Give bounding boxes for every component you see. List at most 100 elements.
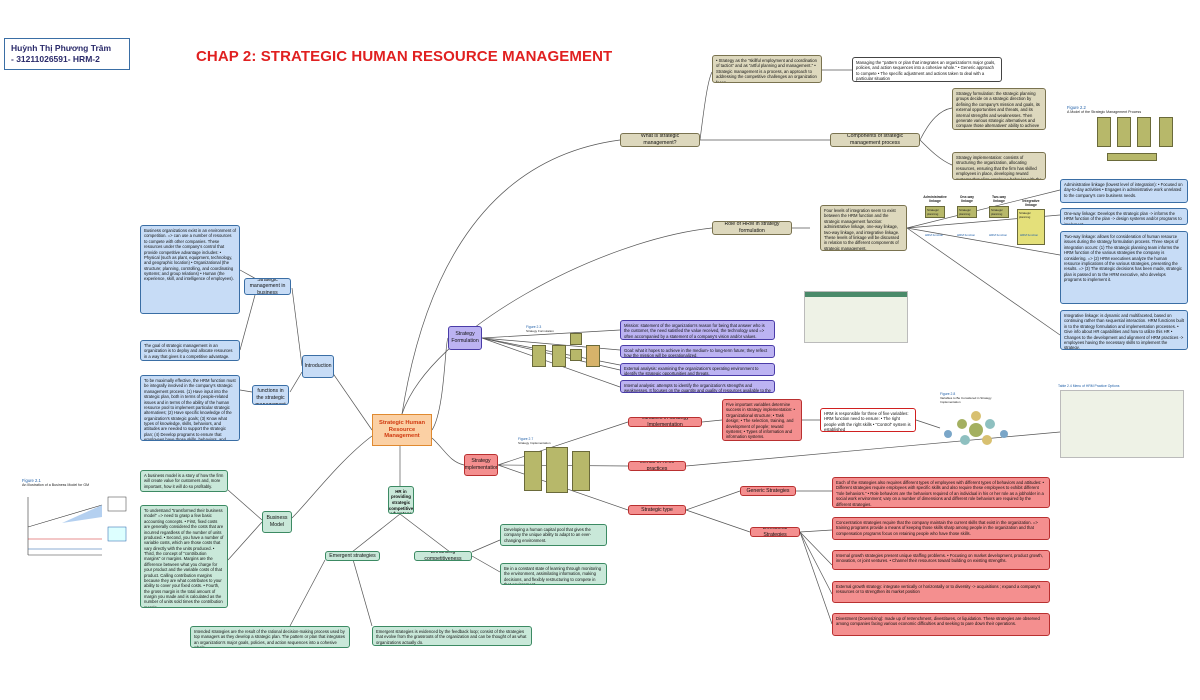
linkage-head-integrative: Integrative linkage bbox=[1022, 199, 1040, 207]
figure-2-3-block bbox=[552, 345, 566, 367]
figure-2-2-block bbox=[1107, 153, 1157, 161]
figure-2-3-subtitle: Strategy Formulation bbox=[526, 329, 554, 333]
note-human-capital-pool: Developing a human capital pool that giv… bbox=[500, 524, 607, 546]
figure-2-3-caption: Figure 2.3 bbox=[526, 325, 542, 329]
note-internal-growth-strategies: Internal growth strategies present uniqu… bbox=[832, 550, 1050, 570]
figure-2-2-subtitle: A Model of the Strategic Management Proc… bbox=[1067, 110, 1142, 114]
figure-2-2-caption: Figure 2.2 bbox=[1067, 105, 1086, 110]
author-name: Huỳnh Thị Phương Trâm bbox=[11, 43, 112, 53]
note-external-analysis: External analysis: examining the organiz… bbox=[620, 363, 775, 376]
note-five-variables: Five important variables determine succe… bbox=[722, 399, 802, 441]
topic-generic-strategies[interactable]: Generic Strategies bbox=[740, 486, 796, 496]
figure-2-1-chart bbox=[27, 496, 127, 556]
note-one-way-linkage: One-way linkage: Develops the strategic … bbox=[1060, 208, 1188, 225]
topic-menus-of-hrm-practices[interactable]: Menus of HRM practices bbox=[628, 461, 686, 471]
linkage-head-one-way: One-way linkage bbox=[959, 195, 975, 203]
page-title: CHAP 2: STRATEGIC HUMAN RESOURCE MANAGEM… bbox=[196, 48, 613, 65]
topic-what-is-strategic-management[interactable]: What is strategic management? bbox=[620, 133, 700, 147]
linkage-hrm-4: HRM function bbox=[1020, 233, 1039, 237]
topic-strategic-management-in-business[interactable]: Strategic management in business bbox=[244, 278, 291, 295]
table-2-4-body bbox=[1060, 390, 1184, 458]
topic-enhancing-competitiveness[interactable]: Enhancing competitiveness bbox=[414, 551, 472, 561]
note-external-growth-strategy: External growth strategy: integrate vert… bbox=[832, 581, 1050, 603]
linkage-sp-1: Strategic planning bbox=[925, 206, 945, 218]
linkage-sp-2: Strategic planning bbox=[957, 206, 977, 218]
figure-2-2-block bbox=[1117, 117, 1131, 147]
figure-2-2-block bbox=[1137, 117, 1151, 147]
figure-2-2: Figure 2.2 A Model of the Strategic Mana… bbox=[1067, 105, 1187, 170]
figure-2-2-block bbox=[1159, 117, 1173, 147]
topic-business-model[interactable]: Business Model bbox=[262, 511, 292, 533]
topic-strategy-implementation[interactable]: Strategy Implementation bbox=[464, 454, 498, 476]
topic-emergent-strategies[interactable]: Emergent strategies bbox=[325, 551, 380, 561]
topic-directional-strategies[interactable]: Directional Strategies bbox=[750, 527, 800, 537]
topic-role-of-hrm-in-formulation[interactable]: Role of HRM in strategy formulation bbox=[712, 221, 792, 235]
figure-2-1: Figure 2.1 An Illustration of a Business… bbox=[22, 478, 132, 568]
note-generic-strategies: Each of the strategies also requires dif… bbox=[832, 477, 1050, 508]
figure-2-1-caption: Figure 2.1 bbox=[22, 478, 41, 483]
figure-2-7-caption: Figure 2.7 bbox=[518, 437, 534, 441]
topic-components-of-strategic-process[interactable]: Components of strategic management proce… bbox=[830, 133, 920, 147]
figure-2-3-block bbox=[570, 333, 582, 345]
note-goal: Goal: what it hopes to achieve in the me… bbox=[620, 345, 775, 358]
linkage-head-administrative: Administrative linkage bbox=[923, 195, 947, 203]
figure-2-8-diagram bbox=[944, 411, 1008, 445]
note-mission: Mission: statement of the organization's… bbox=[620, 320, 775, 340]
linkage-hrm-1: HRM function bbox=[925, 233, 944, 237]
note-administrative-linkage: Administrative linkage (lowest level of … bbox=[1060, 179, 1188, 203]
topic-strategy-formulation[interactable]: Strategy Formulation bbox=[448, 326, 482, 350]
topic-role-of-hr-competitive-advantage[interactable]: The role of HR in providing strategic co… bbox=[388, 486, 414, 514]
figure-2-1-subtitle: An Illustration of a Business Model for … bbox=[22, 483, 90, 487]
note-constant-learning: Be in a constant state of learning throu… bbox=[500, 563, 607, 585]
note-business-model-concepts: To understand "transformed their busines… bbox=[140, 505, 228, 608]
author-id: - 31211026591- HRM-2 bbox=[11, 54, 100, 65]
note-intended-strategies: Intended strategies are the result of th… bbox=[190, 626, 350, 648]
figure-2-7-block bbox=[546, 447, 568, 493]
note-strategy-definitions: • Strategy as the "skillful employment a… bbox=[712, 55, 822, 83]
linkage-hrm-3: HRM function bbox=[989, 233, 1008, 237]
note-goal-of-strategic-management: The goal of strategic management in an o… bbox=[140, 340, 240, 361]
mission-figure-header bbox=[805, 292, 907, 297]
note-internal-analysis: Internal analysis: attempts to identify … bbox=[620, 380, 775, 393]
author-box: Huỳnh Thị Phương Trâm - 31211026591- HRM… bbox=[4, 38, 130, 70]
table-2-4-caption: Table 2.4 Menu of HRM Practice Options bbox=[1058, 384, 1120, 388]
figure-2-7-subtitle: Strategy Implementation bbox=[518, 441, 551, 445]
note-hrm-responsible: HRM is responsible for three of five var… bbox=[820, 408, 916, 432]
linkage-diagram: Administrative linkage One-way linkage T… bbox=[922, 195, 1050, 255]
note-business-model-definition: A business model is a story of how the f… bbox=[140, 470, 228, 492]
topic-strategic-type[interactable]: Strategic type bbox=[628, 505, 686, 515]
note-two-way-linkage: Two-way linkage: allows for consideratio… bbox=[1060, 231, 1188, 304]
linkage-head-two-way: Two-way linkage bbox=[991, 195, 1007, 203]
central-topic[interactable]: Strategic Human Resource Management bbox=[372, 414, 432, 446]
topic-hrm-functions[interactable]: HRM functions in the strategic managemen… bbox=[252, 385, 289, 405]
note-strategy-implementation-definition: Strategy implementation: consists of str… bbox=[952, 152, 1046, 180]
note-four-levels-of-integration: Four levels of integration seem to exist… bbox=[820, 205, 907, 251]
linkage-hrm-2: HRM function bbox=[957, 233, 976, 237]
figure-2-7-block bbox=[572, 451, 590, 491]
figure-2-2-block bbox=[1097, 117, 1111, 147]
note-integrative-linkage: Integrative linkage: is dynamic and mult… bbox=[1060, 310, 1188, 350]
figure-2-3: Figure 2.3 Strategy Formulation bbox=[526, 325, 606, 380]
figure-2-3-block bbox=[570, 349, 582, 361]
note-concentration-strategies: Concentration strategies require that th… bbox=[832, 517, 1050, 540]
linkage-sp-3: Strategic planning bbox=[989, 206, 1009, 218]
note-maximally-effective: To be maximally effective, the HRM funct… bbox=[140, 375, 240, 441]
figure-2-8-caption: Figure 2.8 bbox=[940, 392, 956, 396]
mission-statement-figure bbox=[804, 291, 908, 343]
figure-2-8-subtitle: Variables to Be Considered in Strategy I… bbox=[940, 396, 992, 404]
figure-2-7: Figure 2.7 Strategy Implementation bbox=[518, 437, 598, 503]
note-business-organizations: Business organizations exist in an envir… bbox=[140, 225, 240, 314]
note-divestment: Divestment (Downsizing): made up of retr… bbox=[832, 613, 1050, 636]
note-strategy-formulation-definition: Strategy formulation: the strategic plan… bbox=[952, 88, 1046, 130]
figure-2-7-block bbox=[524, 451, 542, 491]
figure-2-3-block bbox=[532, 345, 546, 367]
topic-introduction[interactable]: Introduction bbox=[302, 355, 334, 378]
figure-2-3-block bbox=[586, 345, 600, 367]
figure-2-8: Figure 2.8 Variables to Be Considered in… bbox=[940, 392, 1012, 447]
topic-variables-in-implementation[interactable]: Variables in Strategy Implementation bbox=[628, 417, 702, 427]
linkage-sp-4: Strategic planning bbox=[1017, 209, 1045, 245]
table-2-4: Table 2.4 Menu of HRM Practice Options bbox=[1058, 384, 1186, 460]
note-managing-pattern: Managing the "pattern or plan that integ… bbox=[852, 57, 1002, 82]
note-emergent-strategies: Emergent strategies is evidenced by the … bbox=[372, 626, 532, 646]
